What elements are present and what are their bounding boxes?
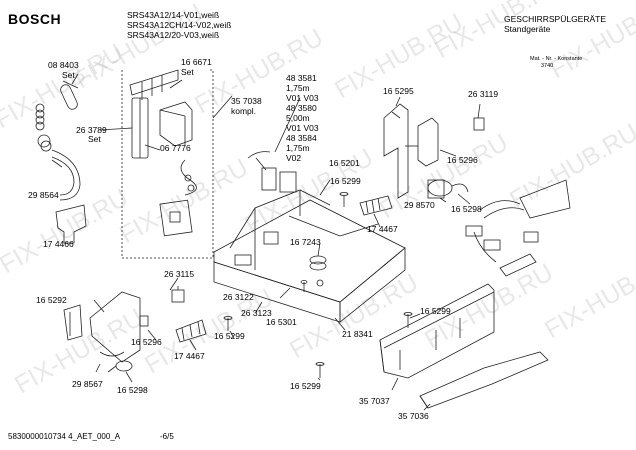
part-label: 5,00m — [286, 113, 310, 123]
part-label: 35 7038 — [231, 96, 262, 106]
part-label: 16 5298 — [117, 385, 148, 395]
part-label: Set — [181, 67, 194, 77]
brand-logo: BOSCH — [8, 11, 62, 27]
part-label: 26 3123 — [241, 308, 272, 318]
part-label: 48 3580 — [286, 103, 317, 113]
part-label: 29 8570 — [404, 200, 435, 210]
part-label: V01 V03 — [286, 123, 319, 133]
part-label: 16 5295 — [383, 86, 414, 96]
part-label: 08 8403 — [48, 60, 79, 70]
assembly-frame — [121, 69, 214, 259]
pump-part — [427, 179, 469, 199]
part-label: V01 V03 — [286, 93, 319, 103]
part-label: 16 5299 — [330, 176, 361, 186]
part-label: 16 5201 — [329, 158, 360, 168]
model-line-1: SRS43A12/14-V01,weiß — [127, 10, 220, 20]
bracket-part — [89, 291, 141, 363]
part-label: 26 3789 — [76, 125, 107, 135]
part-label: 29 8567 — [72, 379, 103, 389]
page-number: -6/5 — [160, 432, 174, 441]
part-label: Set — [62, 70, 75, 80]
wiring-harness-part — [465, 179, 571, 277]
part-label: 17 4467 — [174, 351, 205, 361]
base-frame-part — [213, 189, 406, 323]
part-label: 16 5301 — [266, 317, 297, 327]
pump-part — [99, 351, 133, 373]
part-label: V02 — [286, 153, 302, 163]
hose-part — [35, 80, 81, 201]
part-label: 48 3581 — [286, 73, 317, 83]
material-number-label: Mat. - Nr. - Konstante — [530, 56, 583, 62]
foot-part — [175, 319, 207, 343]
kickplate-part — [379, 283, 495, 379]
screw-part — [339, 192, 349, 207]
part-label: 16 5299 — [420, 306, 451, 316]
part-label: 16 5296 — [447, 155, 478, 165]
bracket-part — [383, 103, 485, 199]
bracket-part — [63, 304, 83, 341]
model-line-2: SRS43A12CH/14-V02,weiß — [127, 20, 232, 30]
part-label: 29 8564 — [28, 190, 59, 200]
part-label: 16 5299 — [214, 331, 245, 341]
document-code: 5830000010734 4_AET_000_A — [8, 432, 121, 441]
clip-part — [171, 286, 185, 303]
part-label: kompl. — [231, 106, 257, 116]
part-label: 1,75m — [286, 83, 310, 93]
part-label: 35 7036 — [398, 411, 429, 421]
sensor-part — [247, 151, 297, 193]
part-label: 26 3122 — [223, 292, 254, 302]
part-label: 16 5296 — [131, 337, 162, 347]
clip-part — [139, 315, 149, 327]
subcategory-title: Standgeräte — [504, 24, 551, 34]
material-number-value: 3740 — [541, 63, 554, 69]
kickplate-part — [419, 351, 549, 409]
bracket-part — [55, 204, 87, 244]
part-label: 17 4467 — [367, 224, 398, 234]
category-title: GESCHIRRSPÜLGERÄTE — [504, 14, 607, 24]
part-label: 48 3584 — [286, 133, 317, 143]
model-line-3: SRS43A12/20-V03,weiß — [127, 30, 220, 40]
part-label: 35 7037 — [359, 396, 390, 406]
part-label: 16 5299 — [290, 381, 321, 391]
part-label: 16 5298 — [451, 204, 482, 214]
foot-part — [359, 195, 393, 216]
part-label: 06 7776 — [160, 143, 191, 153]
screw-part — [223, 280, 413, 378]
part-label: 16 6671 — [181, 57, 212, 67]
inlet-assembly — [129, 69, 197, 237]
leader-line — [212, 95, 233, 119]
part-label: 26 3115 — [164, 269, 195, 279]
part-label: 1,75m — [286, 143, 310, 153]
part-label: 16 5292 — [36, 295, 67, 305]
part-label: 21 8341 — [342, 329, 373, 339]
part-label: 16 7243 — [290, 237, 321, 247]
part-label: 26 3119 — [468, 89, 499, 99]
part-label: Set — [88, 134, 101, 144]
part-label: 17 4466 — [43, 239, 74, 249]
